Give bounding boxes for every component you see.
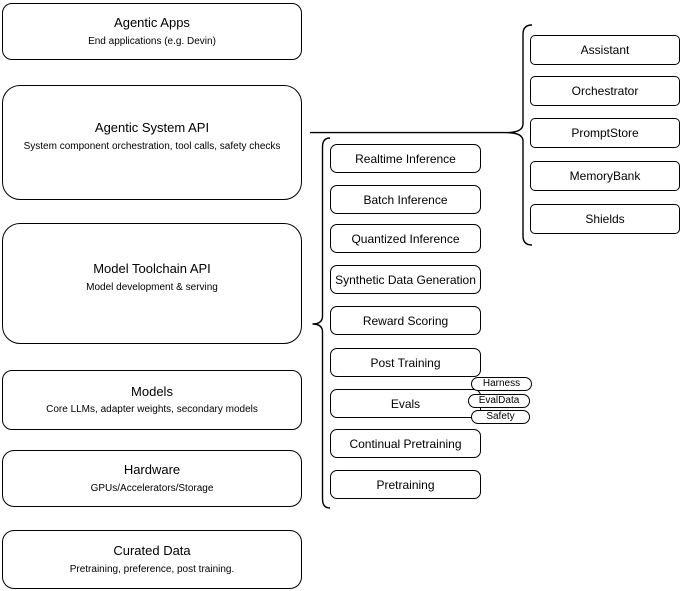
toolchain-item-pretraining: Pretraining [330, 470, 481, 499]
system-item-shields: Shields [530, 204, 680, 234]
box-subtitle: Model development & serving [86, 281, 218, 293]
eval-tag-evaldata: EvalData [468, 394, 530, 408]
box-subtitle: End applications (e.g. Devin) [88, 35, 216, 47]
box-subtitle: Pretraining, preference, post training. [69, 563, 235, 575]
box-title: Curated Data [113, 543, 191, 559]
box-title: Hardware [123, 462, 181, 478]
toolchain-item-reward-scoring: Reward Scoring [330, 306, 481, 335]
box-models: Models Core LLMs, adapter weights, secon… [2, 370, 302, 430]
box-hardware: Hardware GPUs/Accelerators/Storage [2, 450, 302, 507]
toolchain-item-evals: Evals [330, 389, 481, 418]
system-item-memorybank: MemoryBank [530, 161, 680, 191]
box-agentic-system-api: Agentic System API System component orch… [2, 85, 302, 200]
box-agentic-apps: Agentic Apps End applications (e.g. Devi… [2, 3, 302, 60]
box-subtitle: GPUs/Accelerators/Storage [90, 482, 214, 494]
box-title: Model Toolchain API [93, 261, 211, 277]
box-title: Agentic System API [94, 120, 210, 136]
toolchain-brace [312, 137, 331, 509]
box-subtitle: System component orchestration, tool cal… [23, 140, 281, 152]
box-subtitle: Core LLMs, adapter weights, secondary mo… [46, 404, 258, 416]
system-item-promptstore: PromptStore [530, 118, 680, 148]
box-title: Models [131, 383, 173, 399]
system-item-orchestrator: Orchestrator [530, 76, 680, 106]
box-curated-data: Curated Data Pretraining, preference, po… [2, 530, 302, 589]
toolchain-item-post-training: Post Training [330, 348, 481, 377]
system-components-brace [505, 24, 533, 246]
box-model-toolchain-api: Model Toolchain API Model development & … [2, 223, 302, 344]
toolchain-item-batch-inference: Batch Inference [330, 185, 481, 214]
toolchain-item-realtime-inference: Realtime Inference [330, 144, 481, 173]
toolchain-item-quantized-inference: Quantized Inference [330, 224, 481, 253]
system-item-assistant: Assistant [530, 35, 680, 65]
toolchain-item-continual-pretraining: Continual Pretraining [330, 429, 481, 458]
toolchain-item-synthetic-data-generation: Synthetic Data Generation [330, 265, 481, 294]
box-title: Agentic Apps [114, 15, 190, 31]
eval-tag-harness: Harness [471, 377, 532, 391]
eval-tag-safety: Safety [471, 410, 530, 424]
